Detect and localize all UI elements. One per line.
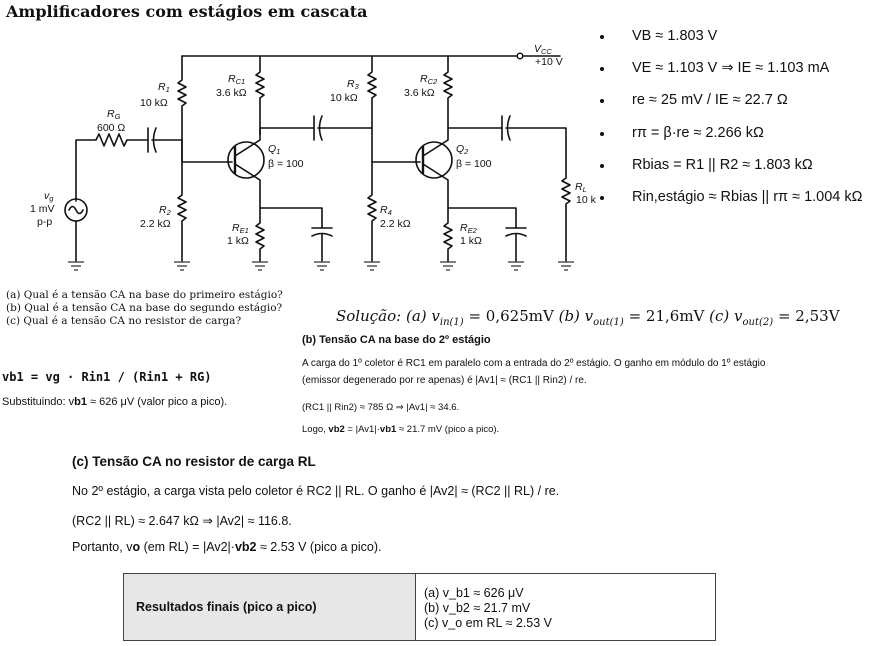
re2-value: 1 kΩ <box>460 235 482 247</box>
solution-b: (b) vout(1) = 21,6mV <box>558 307 705 328</box>
rg-label: RG <box>107 108 121 121</box>
vg-unit: p-p <box>37 216 52 228</box>
section-b-paragraph: A carga do 1º coletor é RC1 em paralelo … <box>302 358 766 369</box>
solution-line: Solução: (a) vin(1) = 0,625mV (b) vout(1… <box>336 307 840 328</box>
rg-value: 600 Ω <box>97 122 125 134</box>
circuit-diagram: VCC +10 V RG 600 Ω vg 1 mV p-p R1 10 kΩ … <box>30 43 597 271</box>
rc1-label: RC1 <box>228 73 245 86</box>
rl-label: RL <box>575 181 587 194</box>
bullet-item: rπ = β·re ≈ 2.266 kΩ <box>598 123 862 155</box>
solution-a: (a) vin(1) = 0,625mV <box>405 307 554 328</box>
section-c-paragraph: No 2º estágio, a carga vista pelo coleto… <box>72 484 560 498</box>
section-c-result: Portanto, vo (em RL) = |Av2|·vb2 ≈ 2.53 … <box>72 540 382 554</box>
ground-icon <box>508 261 524 271</box>
bullet-item: VE ≈ 1.103 V ⇒ IE ≈ 1.103 mA <box>598 58 862 90</box>
vcc-value: +10 V <box>535 56 563 68</box>
ground-icon <box>558 261 574 271</box>
vb1-formula: vb1 = vg · Rin1 / (Rin1 + RG) <box>2 370 212 384</box>
question-c: (c) Qual é a tensão CA no resistor de ca… <box>6 315 242 327</box>
rc2-value: 3.6 kΩ <box>404 87 435 99</box>
ground-symbols <box>68 261 574 271</box>
section-b-title: (b) Tensão CA na base do 2º estágio <box>302 334 491 346</box>
r3-value: 10 kΩ <box>330 92 358 104</box>
bullet-item: VB ≈ 1.803 V <box>598 26 862 58</box>
r4-value: 2.2 kΩ <box>380 218 411 230</box>
r2-value: 2.2 kΩ <box>140 218 171 230</box>
ground-icon <box>440 261 456 271</box>
section-b-result: Logo, vb2 = |Av1|·vb1 ≈ 21.7 mV (pico a … <box>302 424 500 435</box>
r4-label: R4 <box>380 204 392 217</box>
re2-label: RE2 <box>460 222 478 235</box>
re1-value: 1 kΩ <box>227 235 249 247</box>
r1-label: R1 <box>158 81 170 94</box>
question-a: (a) Qual é a tensão CA na base do primei… <box>6 289 283 301</box>
bullet-item: re ≈ 25 mV / IE ≈ 22.7 Ω <box>598 90 862 122</box>
q2-beta: β = 100 <box>456 158 492 170</box>
solution-label: Solução: <box>336 307 402 325</box>
question-b: (b) Qual é a tensão CA na base do segund… <box>6 302 283 314</box>
vcc-terminal <box>516 52 524 60</box>
vcc-label: VCC <box>534 43 552 56</box>
ground-icon <box>174 261 190 271</box>
r2-label: R2 <box>159 204 172 217</box>
results-label: Resultados finais (pico a pico) <box>124 574 416 640</box>
solution-c: (c) vout(2) = 2,53V <box>709 307 840 328</box>
section-b-paragraph: (emissor degenerado por re apenas) é |Av… <box>302 375 587 386</box>
ground-icon <box>314 261 330 271</box>
section-c-calc: (RC2 || RL) ≈ 2.647 kΩ ⇒ |Av2| ≈ 116.8. <box>72 514 292 528</box>
results-table: Resultados finais (pico a pico) (a) v_b1… <box>123 573 716 641</box>
results-values: (a) v_b1 ≈ 626 μV (b) v_b2 ≈ 21.7 mV (c)… <box>416 574 715 640</box>
ground-icon <box>364 261 380 271</box>
q1-label: Q1 <box>268 143 280 156</box>
q1-beta: β = 100 <box>268 158 304 170</box>
r3-label: R3 <box>347 78 360 91</box>
section-b-calc: (RC1 || Rin2) ≈ 785 Ω ⇒ |Av1| ≈ 34.6. <box>302 402 460 413</box>
ground-icon <box>68 261 84 271</box>
rc2-label: RC2 <box>420 73 438 86</box>
r1-value: 10 kΩ <box>140 97 168 109</box>
vg-label: vg <box>44 190 54 203</box>
result-line: (b) v_b2 ≈ 21.7 mV <box>424 601 531 615</box>
section-c-title: (c) Tensão CA no resistor de carga RL <box>72 454 316 469</box>
vb1-substitution: Substituindo: vb1 ≈ 626 μV (valor pico a… <box>2 396 228 408</box>
bullet-item: Rbias = R1 || R2 ≈ 1.803 kΩ <box>598 155 862 187</box>
rc1-value: 3.6 kΩ <box>216 87 247 99</box>
page-title: Amplificadores com estágios em cascata <box>6 2 368 21</box>
vg-value: 1 mV <box>30 203 55 215</box>
rl-value: 10 k <box>576 194 597 206</box>
result-line: (a) v_b1 ≈ 626 μV <box>424 586 524 600</box>
ground-icon <box>252 261 268 271</box>
results-bullet-list: VB ≈ 1.803 V VE ≈ 1.103 V ⇒ IE ≈ 1.103 m… <box>598 26 862 219</box>
q2-label: Q2 <box>456 143 469 156</box>
bullet-item: Rin,estágio ≈ Rbias || rπ ≈ 1.004 kΩ <box>598 187 862 219</box>
result-line: (c) v_o em RL ≈ 2.53 V <box>424 616 552 630</box>
re1-label: RE1 <box>232 222 249 235</box>
